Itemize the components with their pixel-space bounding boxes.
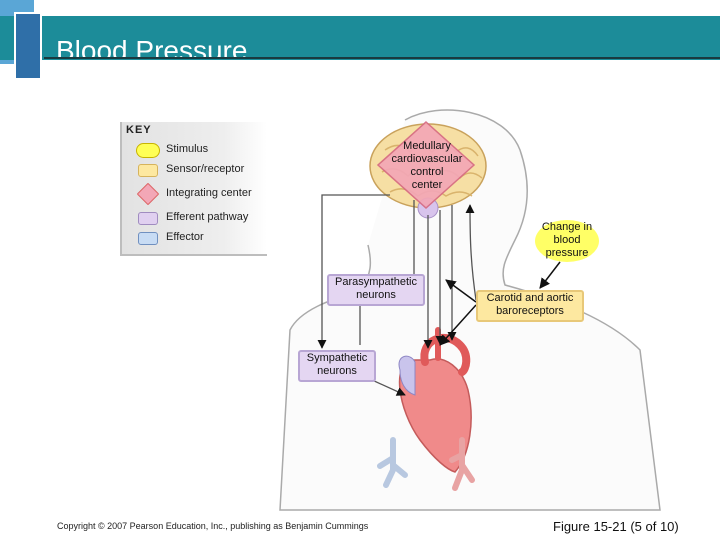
- baroreceptors-line-2: baroreceptors: [496, 305, 564, 317]
- parasympathetic-line-1: Parasympathetic: [335, 276, 417, 288]
- figure-number: Figure 15-21 (5 of 10): [553, 519, 679, 534]
- medullary-line-3: control: [410, 166, 444, 178]
- efferent-pathway-swatch: [138, 212, 158, 225]
- sympathetic-line-1: Sympathetic: [306, 352, 368, 364]
- parasympathetic-neurons-label: Parasympathetic neurons: [327, 274, 425, 306]
- vein-vessel: [377, 437, 408, 488]
- copyright-text: Copyright © 2007 Pearson Education, Inc.…: [57, 521, 369, 531]
- sympathetic-neurons-label: Sympathetic neurons: [298, 350, 376, 382]
- change-line-3: pressure: [545, 247, 589, 259]
- integrating-center-swatch: [136, 182, 160, 206]
- medullary-line-2: cardiovascular: [391, 153, 463, 165]
- baroreceptors-line-1: Carotid and aortic: [486, 292, 574, 304]
- effector-swatch: [138, 232, 158, 245]
- key-label-effector: Effector: [166, 231, 204, 243]
- change-line-2: blood: [553, 234, 581, 246]
- medullary-line-4: center: [411, 179, 443, 191]
- sympathetic-line-2: neurons: [317, 365, 357, 377]
- header-decoration-square-overlay: [14, 12, 42, 80]
- header-bar: [0, 16, 720, 60]
- change-in-blood-pressure-stimulus: Change in blood pressure: [535, 220, 599, 262]
- key-legend-panel: KEY Stimulus Sensor/receptor Integrating…: [120, 122, 267, 256]
- medullary-center-label: Medullary cardiovascular control center: [385, 140, 469, 192]
- baroreceptors-label: Carotid and aortic baroreceptors: [476, 290, 584, 322]
- key-label-efferent-pathway: Efferent pathway: [166, 211, 249, 223]
- key-label-sensor: Sensor/receptor: [166, 163, 245, 175]
- medullary-line-1: Medullary: [403, 140, 451, 152]
- sensor-swatch: [138, 164, 158, 177]
- parasympathetic-line-2: neurons: [356, 289, 396, 301]
- key-label-stimulus: Stimulus: [166, 143, 209, 155]
- key-title: KEY: [126, 124, 152, 136]
- artery-vessel: [449, 437, 475, 491]
- key-label-integrating-center: Integrating center: [166, 187, 252, 199]
- change-line-1: Change in: [541, 221, 593, 233]
- stimulus-swatch: [136, 143, 160, 158]
- page-title: Blood Pressure: [56, 36, 248, 58]
- integrating-center-diamond: [376, 120, 476, 210]
- title-underline: [44, 57, 720, 59]
